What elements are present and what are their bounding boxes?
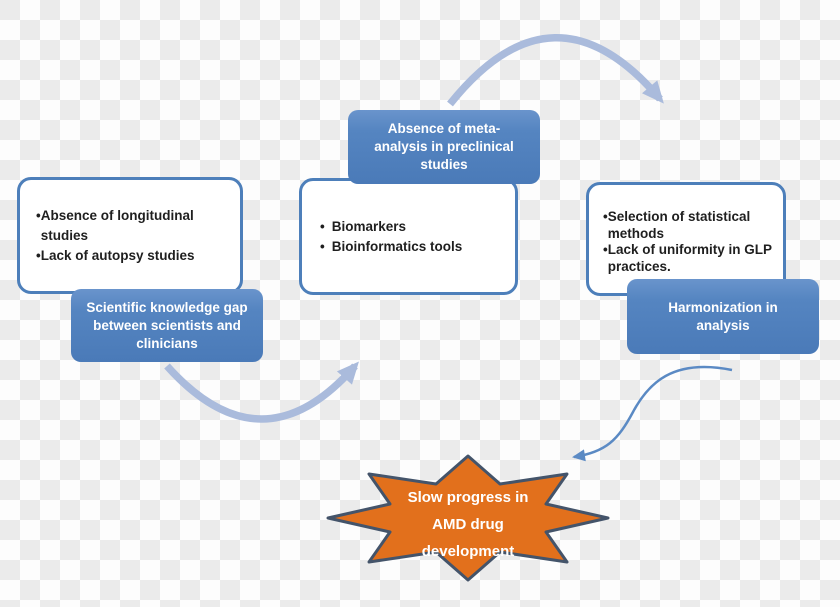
bullet-glyph: • (603, 242, 608, 257)
list-item-text: Bioinformatics tools (331, 239, 463, 254)
star-line: Slow progress in (407, 489, 529, 506)
burst-star-label: Slow progress in AMD drug development (368, 484, 568, 565)
bullet-glyph: • (320, 219, 325, 234)
list-item-text: Lack of autopsy studies (40, 248, 195, 263)
list-item-text: Lack of uniformity in GLP practices. (607, 242, 772, 274)
arc-arrow-bottom-left (164, 361, 359, 423)
bullet-glyph: • (320, 239, 325, 254)
list-item-text: Selection of statistical methods (607, 209, 751, 241)
arc-arrow-top (447, 34, 664, 107)
list-item: • Lack of autopsy studies (36, 246, 230, 266)
list-item: • Lack of uniformity in GLP practices. (603, 242, 775, 275)
node-clinical-studies: • Absence of longitudinal studies • Lack… (17, 177, 243, 294)
list-item: • Absence of longitudinal studies (36, 206, 230, 246)
s-curve-arrow (572, 365, 733, 462)
list-item-text: Absence of longitudinal studies (40, 208, 194, 243)
node-biomarkers: • Biomarkers • Bioinformatics tools (299, 178, 518, 295)
node-knowledge-gap: Scientific knowledge gap between scienti… (71, 289, 263, 362)
list-item: • Biomarkers (320, 217, 505, 237)
star-line: AMD drug (432, 516, 504, 533)
star-line: development (421, 543, 515, 560)
node-label: Absence of meta-analysis in preclinical … (374, 121, 514, 172)
bullet-glyph: • (603, 209, 608, 224)
bullet-glyph: • (36, 208, 41, 223)
node-meta-analysis: Absence of meta-analysis in preclinical … (348, 110, 540, 184)
bullet-glyph: • (36, 248, 41, 263)
node-label: Scientific knowledge gap between scienti… (86, 299, 248, 351)
list-item-text: Biomarkers (331, 219, 407, 234)
list-item: • Selection of statistical methods (603, 209, 775, 242)
node-label: Harmonization in analysis (668, 299, 778, 333)
node-harmonization: Harmonization in analysis (627, 279, 819, 354)
list-item: • Bioinformatics tools (320, 237, 505, 257)
